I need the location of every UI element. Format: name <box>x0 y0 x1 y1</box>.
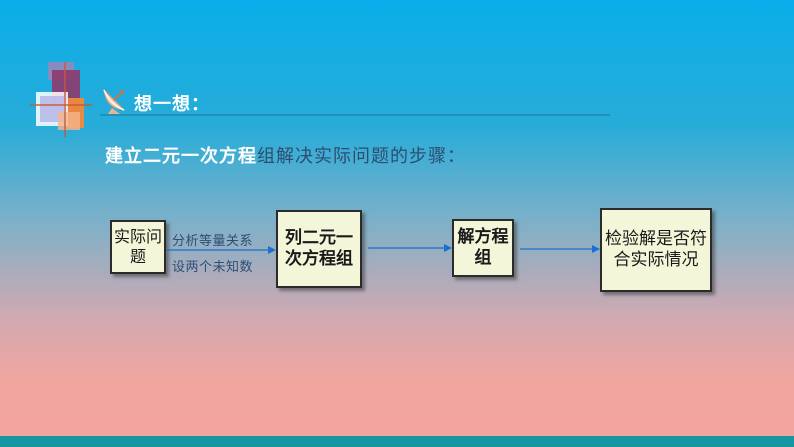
step-set-up-equations: 列二元一次方程组 <box>276 210 362 288</box>
decorative-squares-logo <box>30 62 100 137</box>
heading-divider <box>100 114 610 116</box>
section-heading: 想一想： <box>134 94 210 115</box>
edge-label-unknowns: 设两个未知数 <box>172 260 254 275</box>
edge-label-analyze: 分析等量关系 <box>172 234 254 249</box>
subtitle-part-1: 建立二元一次方程 <box>105 146 257 167</box>
arrow-1 <box>166 246 276 254</box>
arrow-2 <box>368 244 452 252</box>
bottom-bar <box>0 436 794 447</box>
subtitle: 建立二元一次方程组解决实际问题的步骤： <box>105 142 466 168</box>
satellite-dish-icon <box>103 88 126 114</box>
arrow-3 <box>520 245 600 253</box>
step-solve-equations: 解方程组 <box>452 219 514 277</box>
subtitle-part-2: 组解决实际问题的步骤： <box>257 146 466 167</box>
step-actual-problem: 实际问题 <box>110 220 166 274</box>
step-verify-solution: 检验解是否符合实际情况 <box>600 208 712 292</box>
